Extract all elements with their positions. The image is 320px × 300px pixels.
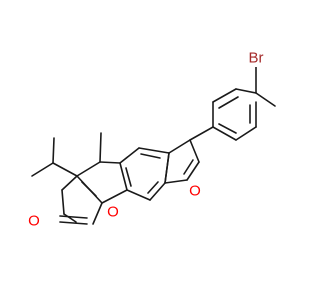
methyl-bond xyxy=(99,132,102,163)
bond-double-carbonyl xyxy=(59,221,88,225)
bond-double-inner xyxy=(147,181,159,194)
molecule-structure: Br O O O xyxy=(27,50,276,230)
isopropyl-bond xyxy=(52,162,78,177)
furan-oxygen-label: O xyxy=(189,183,201,200)
bond xyxy=(189,139,200,163)
bond xyxy=(61,175,78,191)
bond xyxy=(164,179,188,184)
bond xyxy=(76,161,101,177)
bond xyxy=(119,147,140,164)
isopropyl-methyl-bond xyxy=(31,162,54,177)
bond-double-inner xyxy=(125,167,132,187)
bond-double-inner xyxy=(183,159,194,175)
furan-ring xyxy=(164,126,214,184)
bond xyxy=(212,88,237,103)
bond xyxy=(138,147,170,154)
bond xyxy=(126,189,151,201)
isopropyl-methyl-bond xyxy=(52,137,55,164)
bond-double-inner xyxy=(140,153,161,159)
bromine-atom-label: Br xyxy=(249,50,264,67)
bond xyxy=(255,92,276,107)
benzene-ring xyxy=(119,147,170,201)
bond xyxy=(189,126,214,141)
bond xyxy=(164,152,170,184)
bromophenyl-ring xyxy=(212,65,276,141)
bond xyxy=(101,189,128,204)
bond-double-carbonyl xyxy=(59,215,88,219)
bond xyxy=(61,189,65,215)
carbonyl-oxygen-label: O xyxy=(28,213,40,230)
bond xyxy=(168,139,191,154)
pyranone-ring-oxygen-label: O xyxy=(107,204,119,221)
bond xyxy=(92,202,103,225)
bond xyxy=(212,126,237,141)
bond xyxy=(235,126,257,141)
molecule-canvas: Br O O O xyxy=(27,50,276,230)
bond xyxy=(149,182,166,201)
bond xyxy=(186,161,200,181)
bond xyxy=(235,88,257,94)
bond-double-inner xyxy=(81,181,97,197)
bond xyxy=(119,162,128,191)
atom-labels: Br O O O xyxy=(27,50,269,230)
bond xyxy=(63,213,77,223)
bond-double-inner xyxy=(218,96,239,109)
bond xyxy=(99,161,121,164)
substituents xyxy=(31,132,102,177)
bond-double-inner xyxy=(218,123,237,134)
pyranone-ring xyxy=(59,161,128,225)
